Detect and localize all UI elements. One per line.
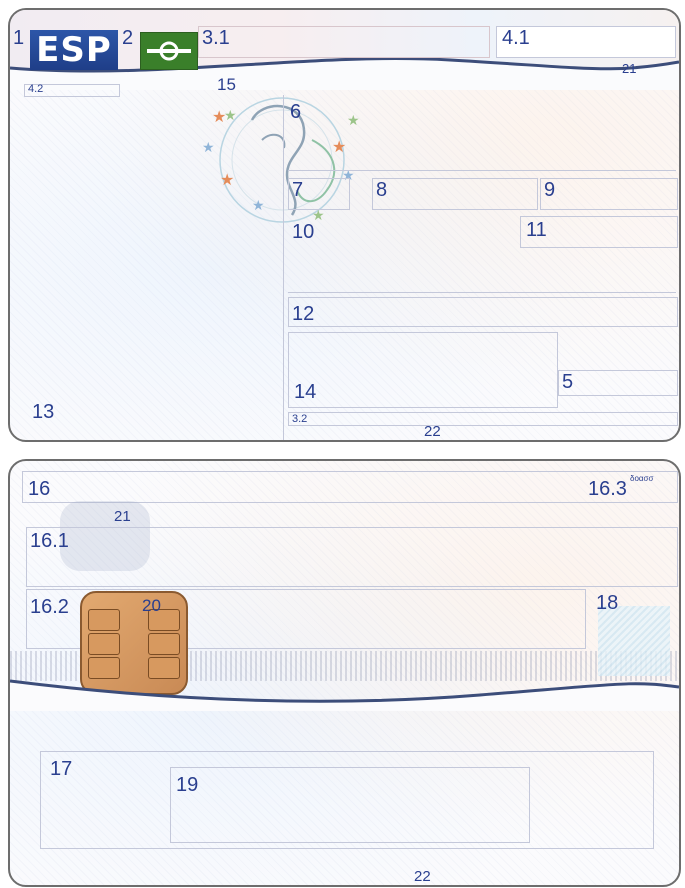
field-19-label: 19 (176, 775, 198, 795)
field-16-3-superscript: δοασσ (630, 475, 653, 483)
field-14-label: 14 (294, 382, 316, 402)
field-20-label: 20 (142, 597, 161, 614)
field-22-back-label: 22 (414, 869, 431, 884)
field-17-label: 17 (50, 759, 72, 779)
field-5-label: 5 (562, 372, 573, 392)
eu-flag-icon (140, 32, 198, 70)
field-14-box (288, 332, 558, 408)
field-21-back-label: 21 (114, 509, 131, 524)
card-front: ★★★ ★★★ ★★★ 1 ESP 2 3.1 4.1 21 4.2 15 6 … (8, 8, 681, 442)
field-8-box (372, 178, 538, 210)
field-16-box (22, 471, 678, 503)
field-18-label: 18 (596, 593, 618, 613)
svg-text:★: ★ (224, 107, 237, 123)
field-3-2-box (288, 412, 678, 426)
field-21-label: 21 (622, 62, 636, 75)
field-3-2-label: 3.2 (292, 414, 307, 425)
field-8-label: 8 (376, 180, 387, 200)
field-9-box (540, 178, 678, 210)
field-16-2-label: 16.2 (30, 597, 69, 617)
field-3-1-label: 3.1 (202, 28, 230, 48)
field-12-label: 12 (292, 304, 314, 324)
field-13-label: 13 (32, 402, 54, 422)
field-16-1-box (26, 527, 678, 587)
field-16-1-label: 16.1 (30, 531, 69, 551)
field-9-label: 9 (544, 180, 555, 200)
field-16-label: 16 (28, 479, 50, 499)
field-12-box (288, 297, 678, 327)
country-code-badge: ESP (30, 30, 118, 70)
emblem-icon (598, 606, 670, 676)
field-15-label: 15 (217, 76, 236, 93)
svg-text:★: ★ (202, 139, 215, 155)
field-7-label: 7 (292, 180, 303, 200)
back-wave (10, 677, 679, 711)
field-16-3-label: 16.3 (588, 479, 627, 499)
field-2-label: 2 (122, 28, 133, 48)
svg-text:★: ★ (252, 197, 265, 213)
field-3-1-box (198, 26, 490, 58)
field-5-box (558, 370, 678, 396)
field-1-label: 1 (13, 28, 24, 48)
card-back: 16 16.3 δοασσ 21 16.1 16.2 20 18 17 19 2… (8, 459, 681, 887)
field-11-label: 11 (526, 220, 547, 240)
svg-text:★: ★ (220, 172, 234, 189)
field-4-1-label: 4.1 (502, 28, 530, 48)
field-22-label: 22 (424, 424, 441, 439)
field-6-box (288, 98, 676, 171)
field-4-2-label: 4.2 (28, 84, 43, 95)
field-19-box (170, 767, 530, 843)
